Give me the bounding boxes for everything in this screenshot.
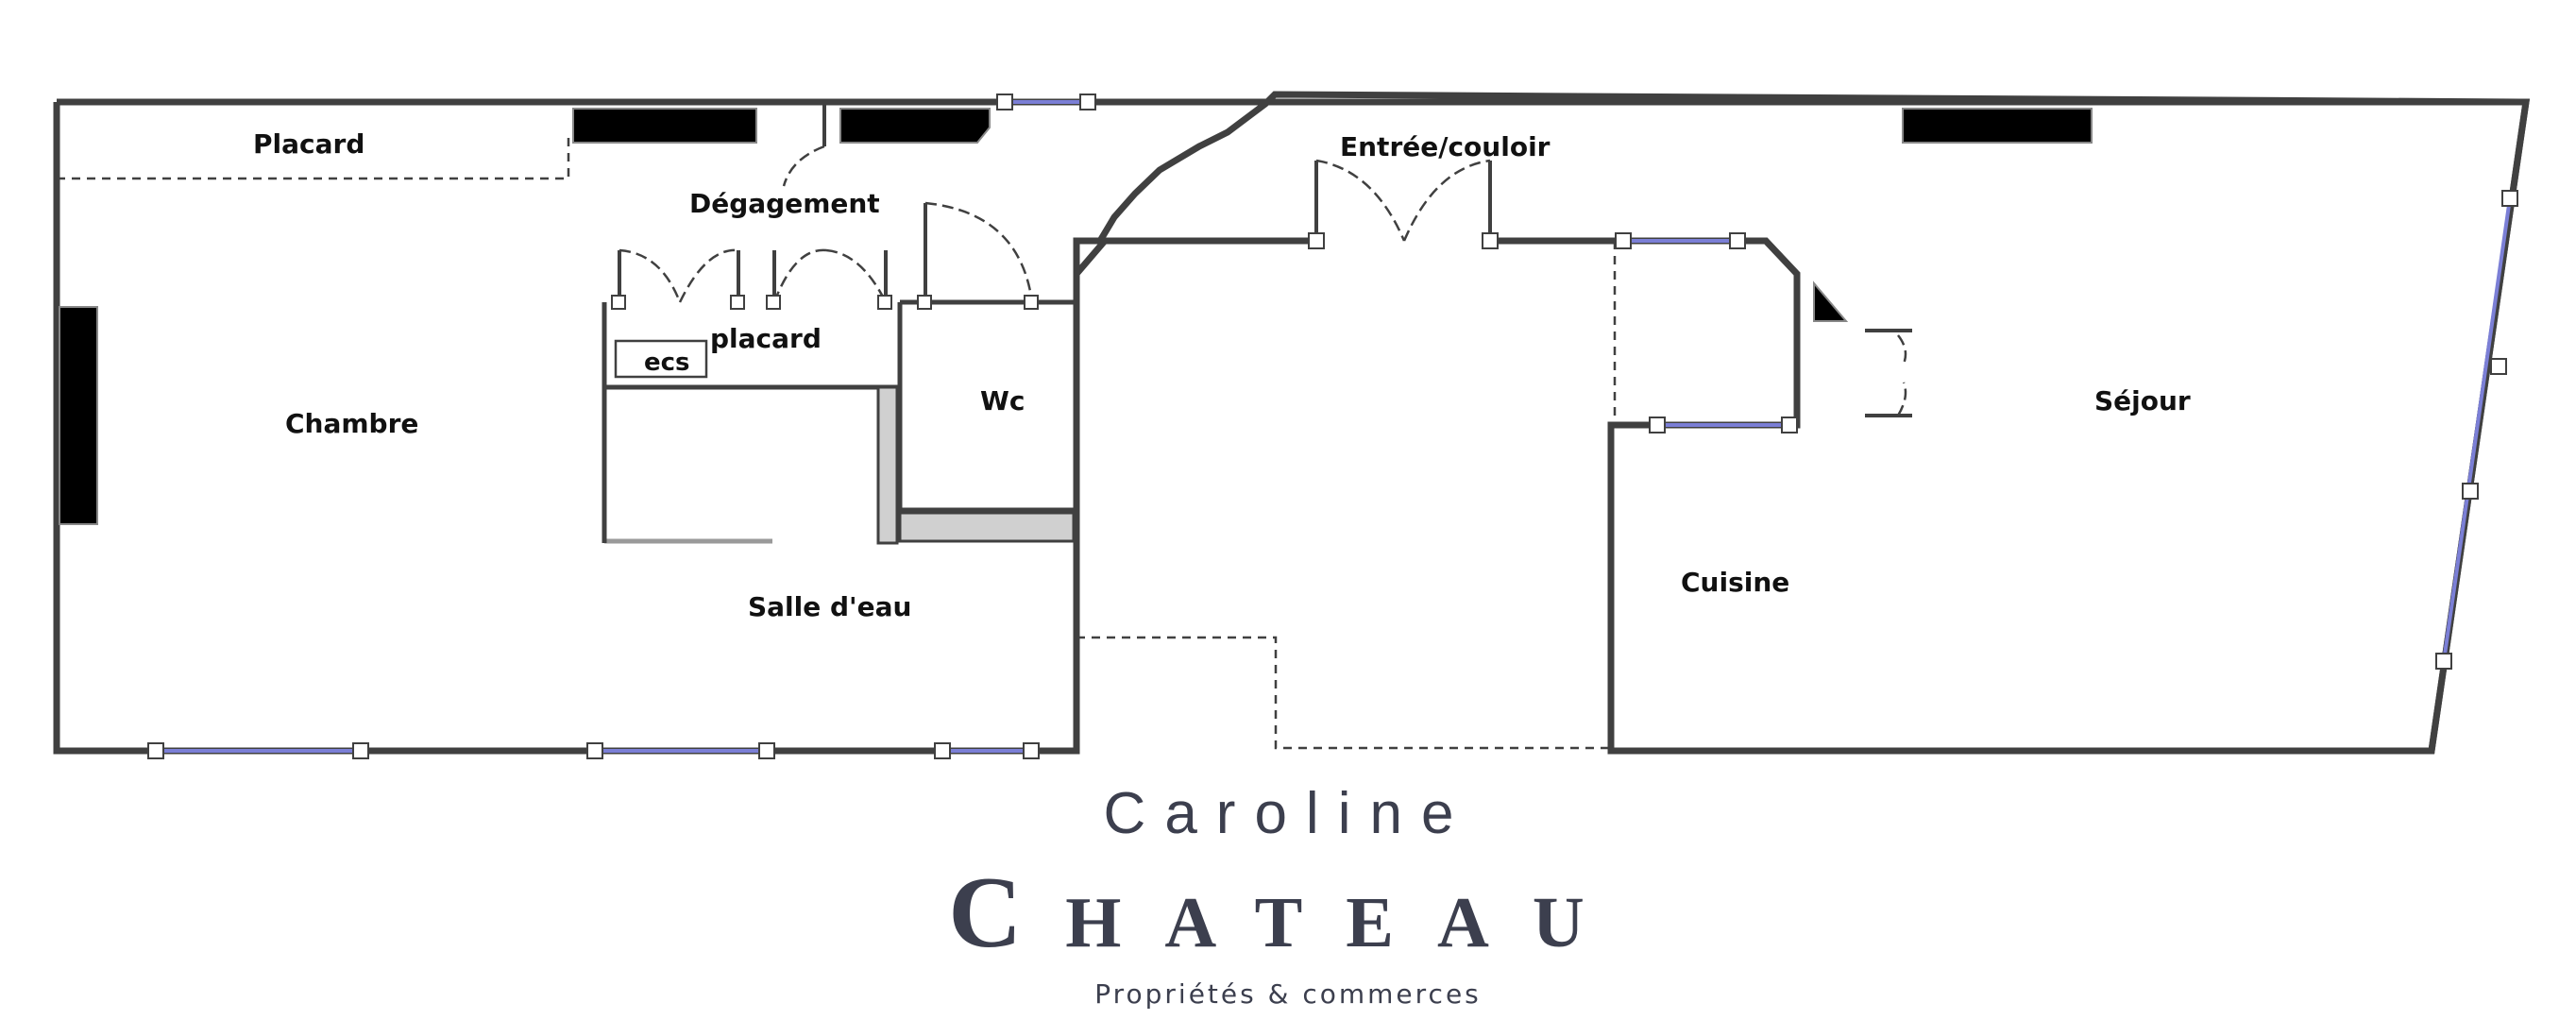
- partition-shading: [876, 385, 1076, 545]
- room-label-sejour: Séjour: [2094, 385, 2191, 416]
- outer-wall-top: [53, 98, 2531, 755]
- window-posts: [147, 94, 2518, 759]
- exterior-walls: [53, 91, 2531, 755]
- fixtures: [59, 108, 2093, 525]
- ecs-box: [614, 339, 708, 379]
- room-label-placard: placard: [710, 323, 822, 354]
- brand-last-name: Chateau: [948, 857, 1628, 969]
- room-label-ecs: ecs: [644, 348, 690, 377]
- room-label-cuisine: Cuisine: [1681, 567, 1789, 598]
- room-label-wc: Wc: [980, 385, 1025, 416]
- windows: [156, 100, 2512, 753]
- room-label-chambre: Chambre: [285, 408, 418, 439]
- room-label-placard-top: Placard: [253, 128, 364, 160]
- brand-first-name: Caroline: [1103, 781, 1473, 846]
- door-swings: [619, 144, 1907, 416]
- dashed-lines: [57, 137, 1617, 750]
- door-leaves: [618, 102, 1912, 417]
- room-label-salle-eau: Salle d'eau: [748, 591, 911, 622]
- room-label-entree: Entrée/couloir: [1340, 131, 1551, 162]
- interior-walls: [602, 299, 1076, 544]
- room-label-degagement: Dégagement: [689, 188, 880, 219]
- floor-plan: Placard Dégagement Entrée/couloir placar…: [53, 91, 2531, 759]
- brand-tagline: Propriétés & commerces: [1094, 978, 1482, 1010]
